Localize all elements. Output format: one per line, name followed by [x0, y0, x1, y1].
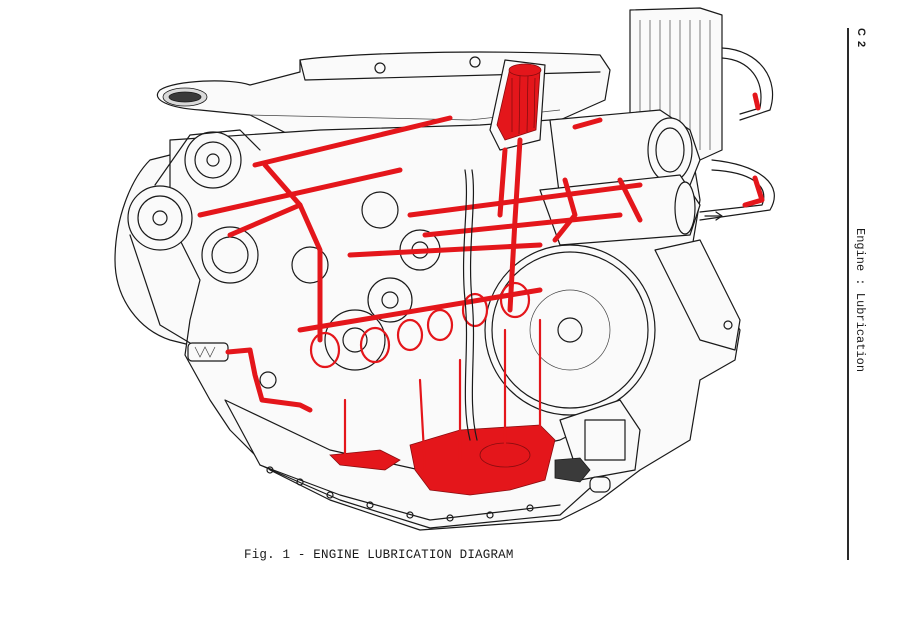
engine-lubrication-illustration: [114, 7, 775, 531]
oil-pump: [187, 342, 313, 413]
sump-bolts: [266, 466, 534, 522]
margin-rule: [847, 28, 849, 560]
section-code-text: C 2: [855, 28, 867, 49]
oil-filter: [489, 59, 546, 151]
section-code: C 2: [853, 28, 869, 50]
crankshaft-oilways: [297, 281, 543, 369]
oil-galleries: [187, 115, 643, 472]
alternator: [539, 109, 701, 246]
section-title-text: Engine : Lubrication: [853, 228, 867, 373]
figure-caption: Fig. 1 - ENGINE LUBRICATION DIAGRAM: [244, 548, 514, 562]
section-title: Engine : Lubrication: [853, 228, 869, 388]
